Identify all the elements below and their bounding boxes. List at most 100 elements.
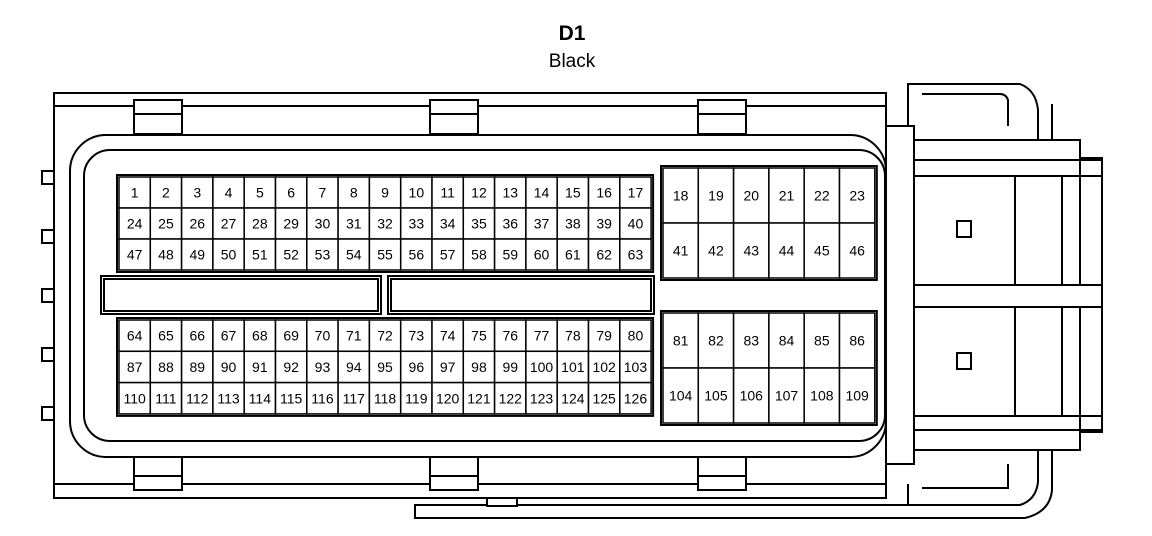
pin-cell [732,312,770,369]
pin-cell [768,367,805,424]
pin-number: 122 [499,390,523,406]
pin-number: 101 [561,359,585,375]
pin-number: 20 [743,188,759,204]
pin-number: 2 [162,185,170,201]
pin-cell [180,350,214,384]
pin-number: 76 [502,328,518,344]
pin-number: 40 [628,216,644,232]
pin-number: 96 [409,359,425,375]
pin-number: 23 [849,188,865,204]
pin-number: 71 [346,328,362,344]
pin-number: 119 [405,390,428,406]
pin-cell [399,350,433,384]
pin-number: 21 [779,188,795,204]
pin-number: 8 [350,185,358,201]
pin-cell [732,222,770,279]
pin-number: 34 [440,216,456,232]
pin-cell [274,207,308,240]
pin-cell [619,319,652,353]
pin-cell [149,207,183,240]
pin-number: 123 [530,390,554,406]
pin-cell [838,367,876,424]
pin-cell [619,238,652,271]
pin-number: 116 [311,390,334,406]
pin-number: 62 [596,247,612,263]
pin-cell [306,381,339,415]
pin-number: 3 [193,185,201,201]
pin-number: 13 [502,185,518,201]
pin-number: 12 [471,185,487,201]
pin-number: 56 [409,247,425,263]
pin-cell [697,312,735,369]
pin-cell [556,381,590,415]
pin-cell [180,381,214,415]
pin-number: 75 [471,328,487,344]
pin-number: 63 [628,247,644,263]
pin-number: 118 [374,390,397,406]
pin-number: 48 [158,247,174,263]
pin-number: 94 [346,359,362,375]
pin-cell [149,381,183,415]
pin-number: 14 [534,185,550,201]
pin-cell [732,367,770,424]
pin-number: 16 [596,185,612,201]
pin-number: 95 [377,359,393,375]
pin-cell [462,207,496,240]
pin-cell [525,207,558,240]
pin-number: 97 [440,359,456,375]
pin-number: 88 [158,359,174,375]
pin-cell [662,367,700,424]
pin-cell [587,207,621,240]
pin-cell [803,312,841,369]
pin-cell [619,176,652,209]
pin-number: 89 [189,359,205,375]
pin-cell [274,319,308,353]
pin-number: 53 [315,247,331,263]
pin-number: 126 [624,390,648,406]
pin-cell [431,176,465,209]
pin-cell [337,238,371,271]
pin-cell [619,381,652,415]
pin-cell [431,238,465,271]
pin-cell [462,176,496,209]
pin-number: 125 [592,390,616,406]
pin-number: 121 [467,390,491,406]
pin-cell [525,176,558,209]
pin-number: 38 [565,216,581,232]
pin-number: 10 [409,185,425,201]
pin-number: 84 [779,333,795,349]
pin-cell [431,381,465,415]
pin-number: 109 [845,388,869,404]
pin-number: 39 [596,216,612,232]
pin-cell [556,238,590,271]
pin-cell [180,238,214,271]
pin-cell [180,207,214,240]
pin-number: 74 [440,328,456,344]
pin-number: 87 [127,359,143,375]
pin-number: 54 [346,247,362,263]
pin-number: 43 [743,243,759,259]
pin-cell [306,238,339,271]
pin-number: 4 [225,185,233,201]
connector-housing [41,83,1103,519]
pin-cell [306,350,339,384]
pin-number: 35 [471,216,487,232]
pin-number: 81 [673,333,689,349]
pin-number: 6 [287,185,295,201]
pin-number: 25 [158,216,174,232]
pin-number: 55 [377,247,393,263]
pin-cell [462,238,496,271]
pin-number: 1 [131,185,139,201]
pin-number: 26 [189,216,205,232]
pin-number: 52 [283,247,299,263]
pin-number: 86 [849,333,865,349]
pin-number: 50 [221,247,237,263]
pin-number: 42 [708,243,724,259]
pin-number: 33 [409,216,425,232]
pin-number: 83 [743,333,759,349]
pin-cell [697,367,735,424]
pin-number: 24 [127,216,143,232]
pin-number: 51 [252,247,268,263]
